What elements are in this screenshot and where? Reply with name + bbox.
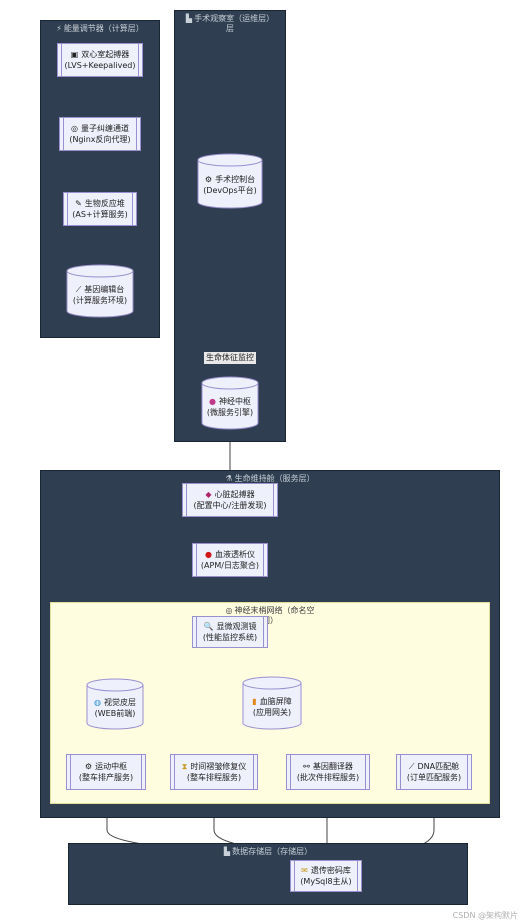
node-dialysis[interactable]: ●血液透析仪 (APM/日志聚合) — [192, 543, 268, 577]
gear-icon: ⚙ — [84, 762, 93, 771]
gear-icon: ⚙ — [204, 175, 213, 184]
node-heart-pacemaker[interactable]: ◆心脏起搏器 (配置中心/注册发现) — [182, 483, 278, 517]
node-gene-editor[interactable]: ⟋基因编辑台 (计算服务环境) — [66, 264, 134, 318]
dna-icon: ⟋ — [408, 762, 415, 771]
blood-drop-icon: ● — [205, 550, 212, 559]
cluster-storage: ▙数据存储层（存储层） — [68, 843, 468, 905]
target-icon: ◎ — [225, 606, 233, 615]
node-bioreactor[interactable]: ✎生物反应堆 (AS+计算服务) — [63, 192, 137, 226]
pen-icon: ✎ — [75, 199, 82, 208]
building-icon: ▙ — [223, 847, 231, 856]
cluster-title-operations: ▙手术观察室（运维层）层 — [185, 14, 275, 33]
heart-icon: ◆ — [205, 490, 212, 499]
node-blood-brain-barrier[interactable]: ▮血脑屏障 (应用网关) — [242, 676, 302, 730]
node-surgery-console[interactable]: ⚙手术控制台 (DevOps平台) — [197, 153, 263, 209]
lightning-icon: ⚡ — [56, 24, 62, 33]
node-quantum-channel[interactable]: ◎量子纠缠通道 (Nginx反向代理) — [59, 117, 141, 151]
cluster-title-storage: ▙数据存储层（存储层） — [223, 847, 313, 856]
scroll-icon: ✉ — [301, 866, 308, 875]
node-dna-matcher[interactable]: ⟋DNA匹配舱 (订单匹配服务) — [396, 754, 472, 790]
cluster-title-namespace: ◎神经末梢网络（命名空间） — [225, 606, 315, 625]
link-icon: ⚯ — [303, 762, 310, 771]
cluster-title-service: ⚗生命维持舱（服务层） — [225, 474, 315, 483]
box-icon: ▣ — [70, 50, 79, 59]
cluster-title-computation: ⚡能量调节器（计算层） — [56, 24, 144, 33]
shield-icon: ▮ — [252, 697, 257, 706]
node-genetic-code-db[interactable]: ✉遗传密码库 (MySql8主从) — [290, 860, 362, 892]
brain-icon: ● — [209, 397, 216, 406]
dna-icon: ⟋ — [75, 285, 82, 294]
building-icon: ▙ — [185, 14, 193, 23]
hourglass-icon: ⧗ — [181, 762, 188, 771]
node-neural-hub[interactable]: ●神经中枢 (微服务引擎) — [201, 376, 259, 430]
node-dual-ventricle-pacemaker[interactable]: ▣双心室起搏器 (LVS+Keepalived) — [57, 43, 143, 77]
node-gene-translator[interactable]: ⚯基因翻译器 (批次件排程服务) — [286, 754, 370, 790]
globe-icon: ◍ — [94, 698, 101, 707]
watermark: CSDN @架构默片 — [452, 911, 518, 920]
node-microscope[interactable]: 🔍显微观测镜 (性能监控系统) — [192, 616, 268, 648]
cluster-operations: ▙手术观察室（运维层）层 — [174, 10, 286, 442]
magnifier-icon: 🔍 — [203, 622, 214, 631]
edge-label-vital-signs: 生命体征监控 — [204, 352, 256, 364]
target-icon: ◎ — [71, 124, 78, 133]
node-visual-cortex[interactable]: ◍视觉皮层 (WEB前端) — [86, 678, 144, 730]
node-time-fold-repair[interactable]: ⧗时间褶皱修复仪 (整车排程服务) — [170, 754, 258, 790]
node-motor-center[interactable]: ⚙运动中枢 (整车排产服务) — [66, 754, 146, 790]
flask-icon: ⚗ — [225, 474, 233, 483]
